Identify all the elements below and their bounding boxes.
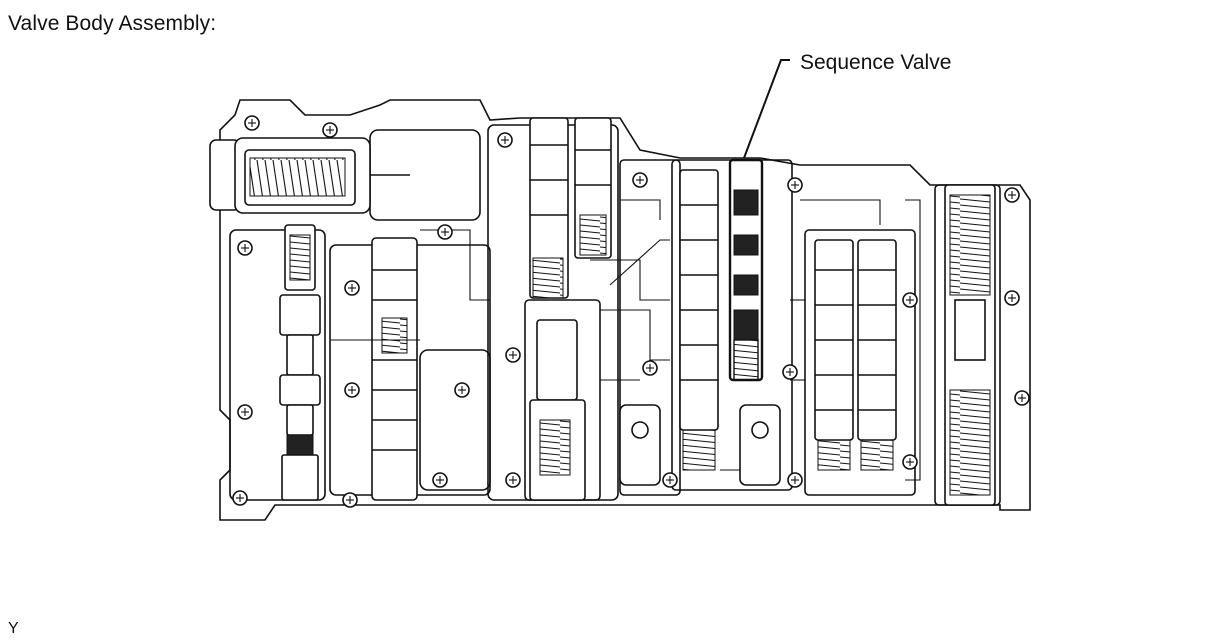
- figure-code: Y: [8, 620, 19, 637]
- figure-title: Valve Body Assembly:: [8, 12, 217, 35]
- sequence-valve-label: Sequence Valve: [800, 51, 951, 74]
- sequence-valve-leader: [743, 59, 790, 159]
